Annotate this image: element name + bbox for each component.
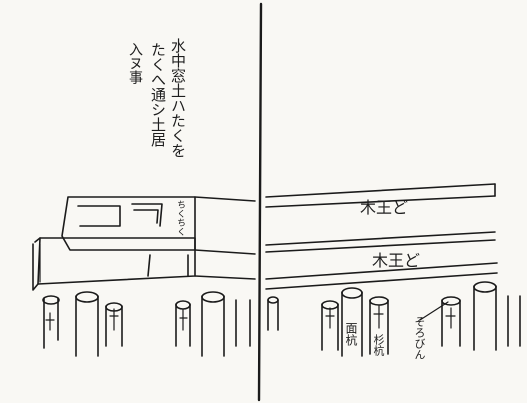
note-column-3: 入ヌ事: [127, 42, 143, 84]
page-fold-line: [257, 2, 263, 402]
upper-box-opening-1: [77, 205, 121, 227]
upper-box-opening-2: [131, 203, 163, 227]
lower-beam: [265, 239, 498, 290]
pile-label-3: そろびん: [413, 316, 426, 360]
note-column-2: たくへ通シ土居: [149, 42, 167, 147]
label-leader-line: [419, 301, 449, 321]
lower-tier-outline: [37, 237, 196, 285]
box-small-label: ちくちく: [175, 200, 185, 236]
beam-label-lower: 木王ど: [372, 251, 421, 270]
beam-label-upper: 木王ど: [360, 198, 409, 217]
right-piles: [267, 281, 521, 357]
upper-beam: [265, 183, 496, 246]
pile-label-1: 面杭: [344, 322, 358, 346]
note-column-1: 水中窓土ハたくを: [169, 38, 187, 158]
pile-label-2: 杉杭: [372, 334, 385, 356]
upper-box-outline: [61, 196, 196, 251]
left-piles: [42, 291, 251, 357]
